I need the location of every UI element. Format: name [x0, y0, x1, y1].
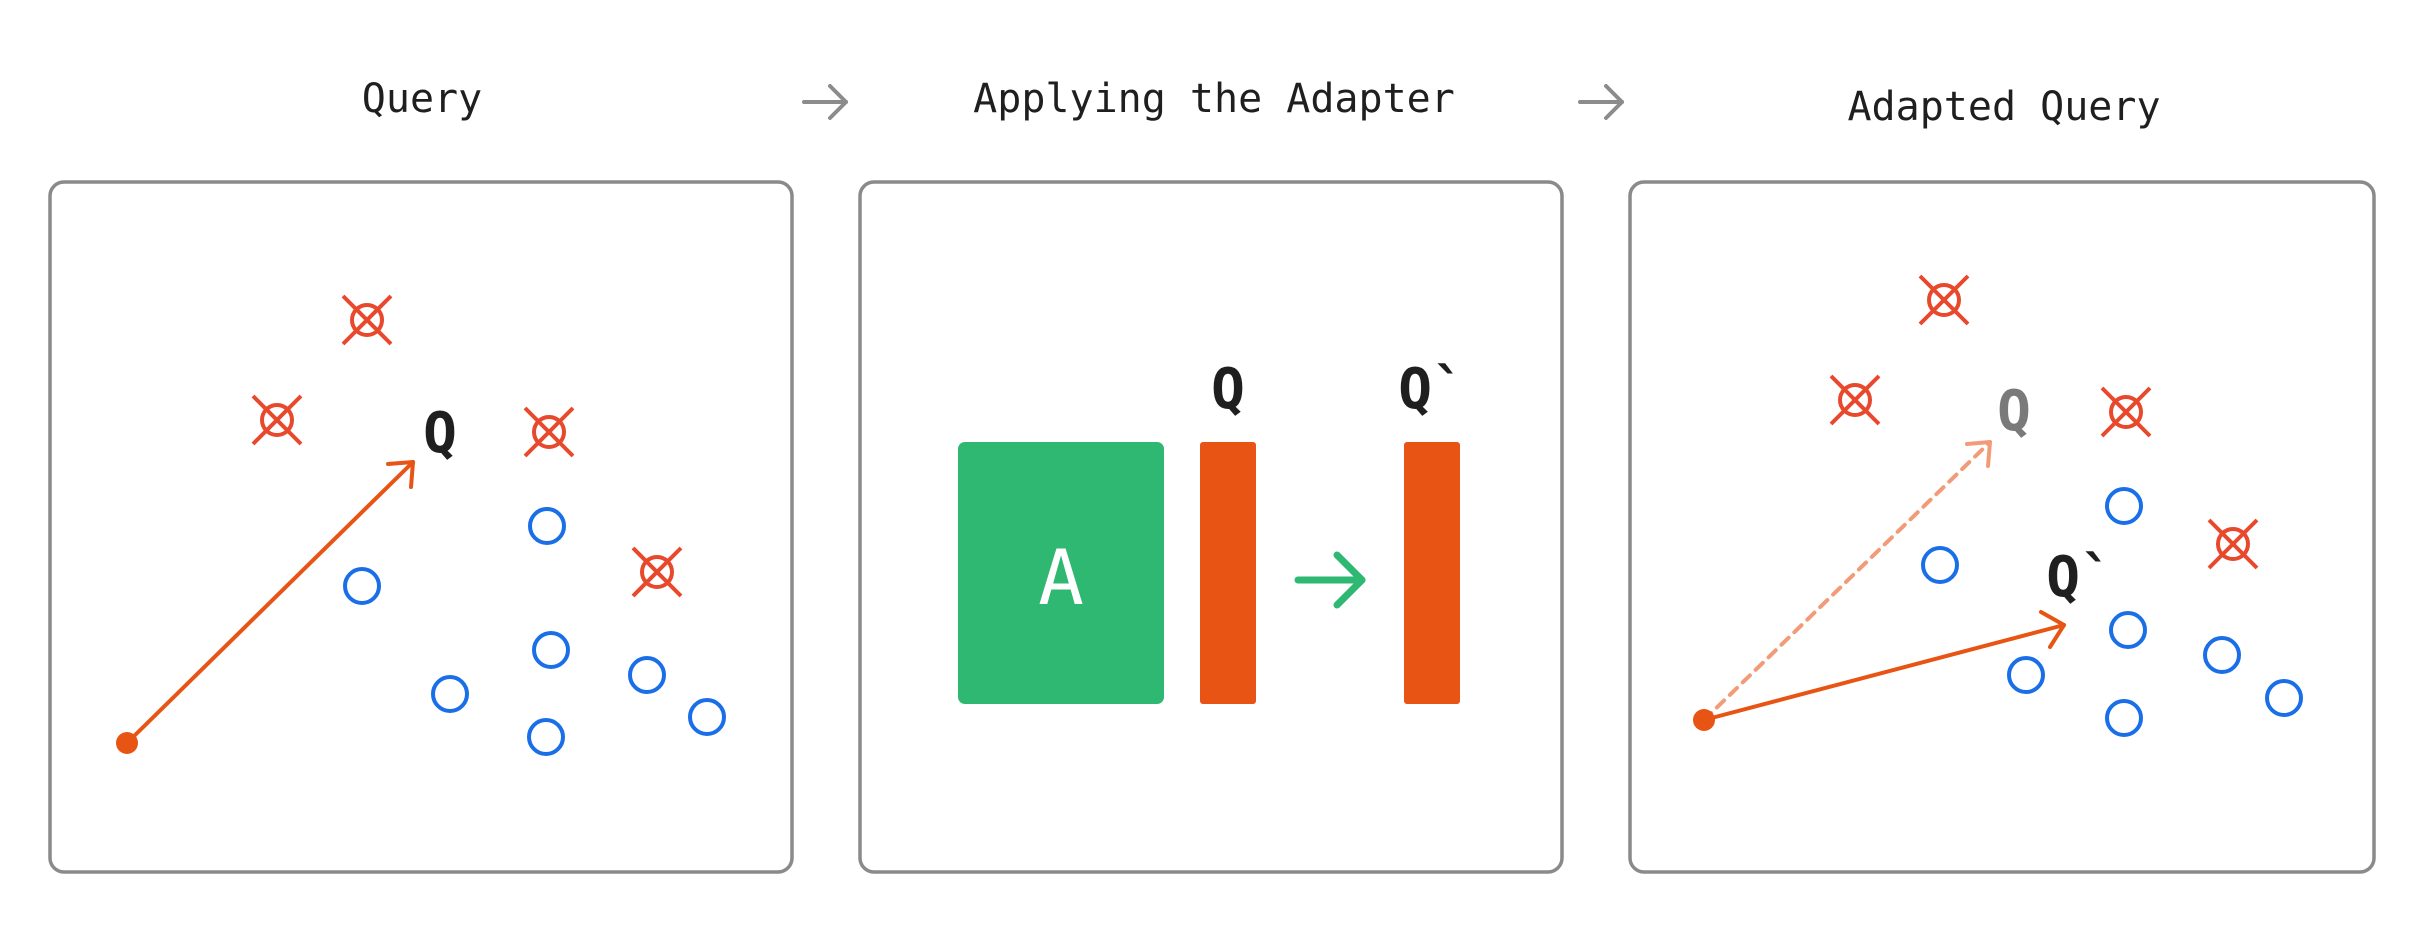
- circle-icon: [688, 698, 726, 736]
- circle-icon: [1921, 546, 1959, 584]
- query-bar-label: Q: [1211, 357, 1245, 422]
- query-vector-bar: [1200, 442, 1256, 704]
- crossed-circle-icon: [1918, 274, 1970, 326]
- circle-icon: [628, 656, 666, 694]
- adapted-query-origin-dot: [1693, 709, 1715, 731]
- crossed-circle-icon: [2207, 518, 2259, 570]
- circle-icon: [527, 718, 565, 756]
- step-title-query: Query: [362, 76, 482, 122]
- query-label: Q: [423, 401, 457, 466]
- adapted-query-label: Q`: [2046, 545, 2113, 610]
- circle-icon: [532, 631, 570, 669]
- circle-icon: [343, 567, 381, 605]
- crossed-circle-icon: [2100, 386, 2152, 438]
- adapter-transform: A Q Q`: [958, 357, 1466, 704]
- circle-icon: [431, 675, 469, 713]
- crossed-circle-icon: [523, 406, 575, 458]
- crossed-circle-icon: [341, 294, 393, 346]
- original-query-dashed-arrow: [1702, 440, 1992, 722]
- step-title-adapted-query: Adapted Query: [1847, 84, 2160, 130]
- circle-icon: [2105, 699, 2143, 737]
- adapted-query-panel: [1628, 180, 2376, 874]
- adapter-matrix: [958, 442, 1164, 704]
- crossed-circle-icon: [1829, 374, 1881, 426]
- circle-icon: [528, 507, 566, 545]
- circle-icon: [2109, 611, 2147, 649]
- original-query-label: Q: [1997, 379, 2031, 444]
- query-scatter: Q: [116, 294, 726, 756]
- circle-icon: [2265, 679, 2303, 717]
- adapted-query-scatter: Q Q`: [1693, 274, 2303, 737]
- circle-icon: [2203, 636, 2241, 674]
- adapter-label: A: [1038, 533, 1084, 622]
- crossed-circle-icon: [631, 546, 683, 598]
- circle-icon: [2007, 656, 2045, 694]
- step-title-applying-adapter: Applying the Adapter: [973, 76, 1455, 122]
- query-panel: [48, 180, 794, 874]
- adapted-query-bar-label: Q`: [1398, 357, 1465, 422]
- adapted-query-vector-arrow: [1702, 610, 2066, 722]
- arrow-right-icon: [802, 84, 848, 120]
- crossed-circle-icon: [251, 394, 303, 446]
- query-origin-dot: [116, 732, 138, 754]
- arrow-right-icon: [1294, 551, 1366, 609]
- adapted-query-vector-bar: [1404, 442, 1460, 704]
- arrow-right-icon: [1578, 84, 1624, 120]
- query-vector-arrow: [125, 460, 415, 745]
- circle-icon: [2105, 487, 2143, 525]
